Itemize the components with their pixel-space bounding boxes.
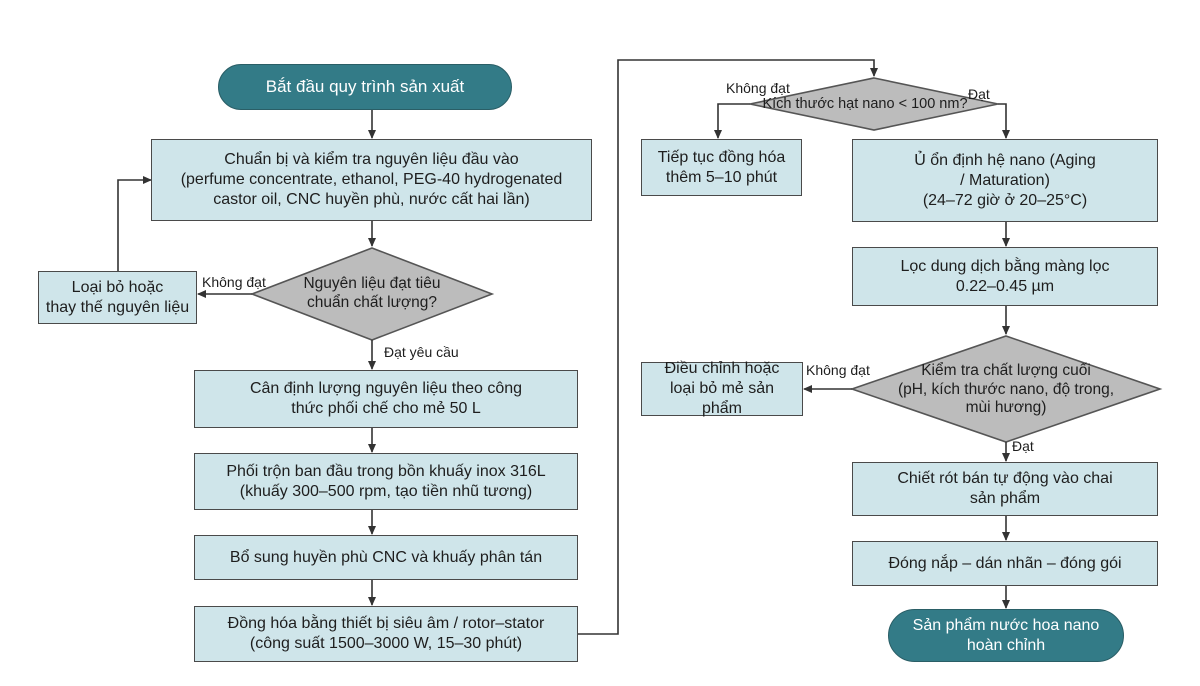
arrow-homogenize-to-size-check	[578, 59, 878, 635]
step-fill: Chiết rót bán tự động vào chai sản phẩm	[852, 462, 1158, 516]
decision-final-text: Kiểm tra chất lượng cuối (pH, kích thước…	[897, 361, 1115, 417]
step-adjust-batch: Điều chỉnh hoặc loại bỏ mẻ sản phẩm	[641, 360, 803, 417]
label-final-pass: Đạt	[1012, 438, 1034, 454]
label-material-fail: Không đạt	[202, 274, 266, 290]
label-size-fail: Không đạt	[726, 80, 790, 96]
label-size-pass: Đạt	[968, 86, 990, 102]
step-premix: Phối trộn ban đầu trong bồn khuấy inox 3…	[194, 453, 578, 510]
arrow-reject-loop	[117, 176, 152, 271]
start-terminal: Bắt đầu quy trình sản xuất	[218, 64, 512, 110]
label-final-fail: Không đạt	[806, 362, 870, 378]
arrow-size-pass	[998, 103, 1010, 139]
step-cap-label-pack: Đóng nắp – dán nhãn – đóng gói	[852, 541, 1158, 586]
step-weigh: Cân định lượng nguyên liệu theo công thứ…	[194, 370, 578, 428]
decision-size-shape	[749, 77, 999, 131]
step-prepare-materials: Chuẩn bị và kiểm tra nguyên liệu đầu vào…	[151, 139, 592, 221]
step-add-cnc: Bổ sung huyền phù CNC và khuấy phân tán	[194, 535, 578, 580]
step-filter: Lọc dung dịch bằng màng lọc 0.22–0.45 µm	[852, 247, 1158, 306]
arrow-size-fail	[714, 103, 750, 139]
decision-size-text: Kích thước hạt nano < 100 nm?	[762, 96, 968, 113]
step-reject-material: Loại bỏ hoặc thay thế nguyên liệu	[38, 271, 197, 324]
step-aging: Ủ ổn định hệ nano (Aging / Maturation) (…	[852, 139, 1158, 222]
end-terminal: Sản phẩm nước hoa nano hoàn chỉnh	[888, 609, 1124, 662]
step-continue-homogenize: Tiếp tục đồng hóa thêm 5–10 phút	[641, 139, 802, 196]
step-homogenize: Đồng hóa bằng thiết bị siêu âm / rotor–s…	[194, 606, 578, 662]
decision-material-text: Nguyên liệu đạt tiêu chuẩn chất lượng?	[303, 275, 441, 311]
label-material-pass: Đạt yêu cầu	[384, 344, 459, 360]
